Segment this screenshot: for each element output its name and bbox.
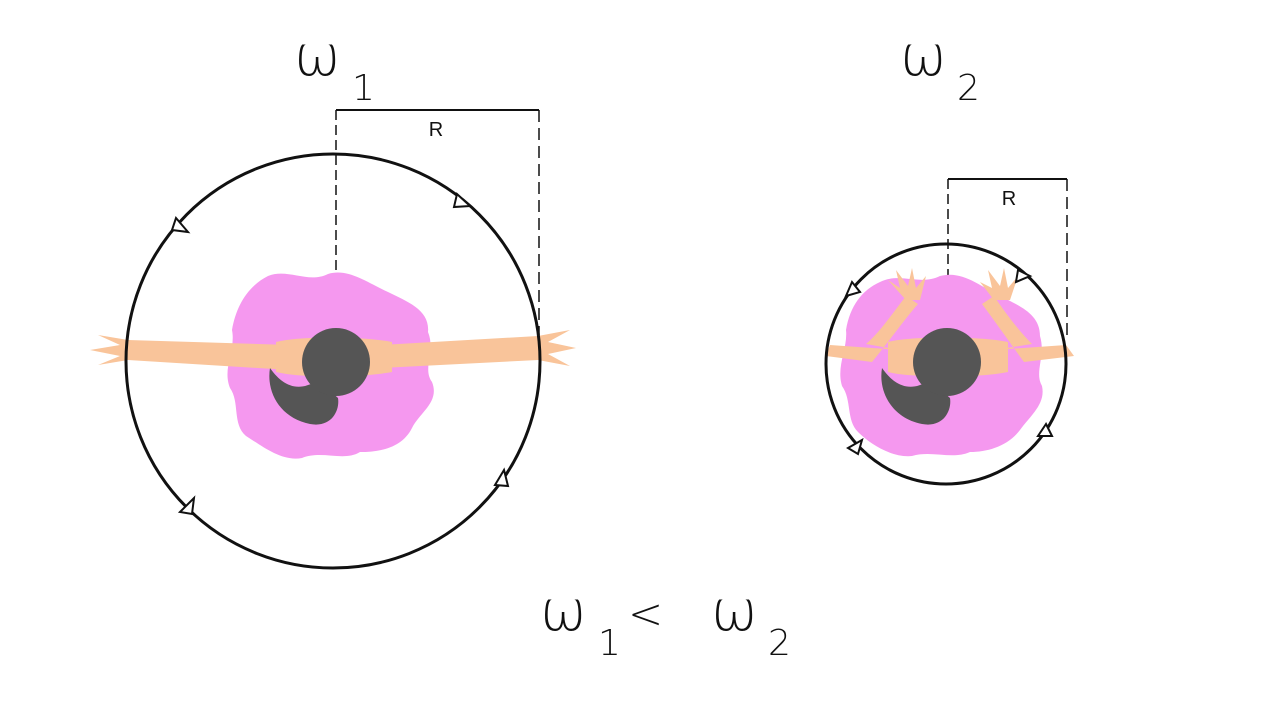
relation-left-subscript: 1 <box>598 623 621 664</box>
relation-right-subscript: 2 <box>768 623 791 664</box>
right-arrow-bottom-left <box>846 437 864 456</box>
left-ponytail <box>269 368 339 425</box>
right-figure: ω 2 R <box>824 24 1074 486</box>
omega-relation: ω 1 < ω 2 <box>540 579 791 664</box>
right-arrow-top-left <box>844 280 862 298</box>
right-head <box>913 328 981 396</box>
right-radius-label: R <box>1002 188 1016 210</box>
right-left-hand <box>888 268 926 300</box>
left-orbit-arrows <box>170 192 510 516</box>
left-arrow-bottom-right <box>493 467 510 488</box>
left-omega-symbol: ω <box>294 24 341 89</box>
right-arrow-top-right <box>1014 268 1033 284</box>
left-omega-subscript: 1 <box>352 68 375 109</box>
left-figure: ω 1 R <box>90 24 576 570</box>
left-head <box>302 328 370 396</box>
relation-left-symbol: ω <box>540 579 587 644</box>
left-arrow-top-right <box>452 192 473 209</box>
left-orbit-circle <box>124 152 542 570</box>
relation-operator: < <box>628 589 663 638</box>
right-orbit-circle <box>824 242 1068 486</box>
left-radius-label: R <box>429 119 443 141</box>
right-right-hand <box>980 268 1018 300</box>
relation-right-symbol: ω <box>711 579 758 644</box>
right-omega-subscript: 2 <box>957 68 980 109</box>
right-arrow-bottom-right <box>1036 422 1054 437</box>
right-omega-symbol: ω <box>900 24 947 89</box>
right-ponytail <box>881 368 951 425</box>
left-arrow-bottom-left <box>177 495 196 516</box>
right-orbit-arrows <box>844 268 1054 456</box>
left-arrow-top-left <box>170 216 191 234</box>
